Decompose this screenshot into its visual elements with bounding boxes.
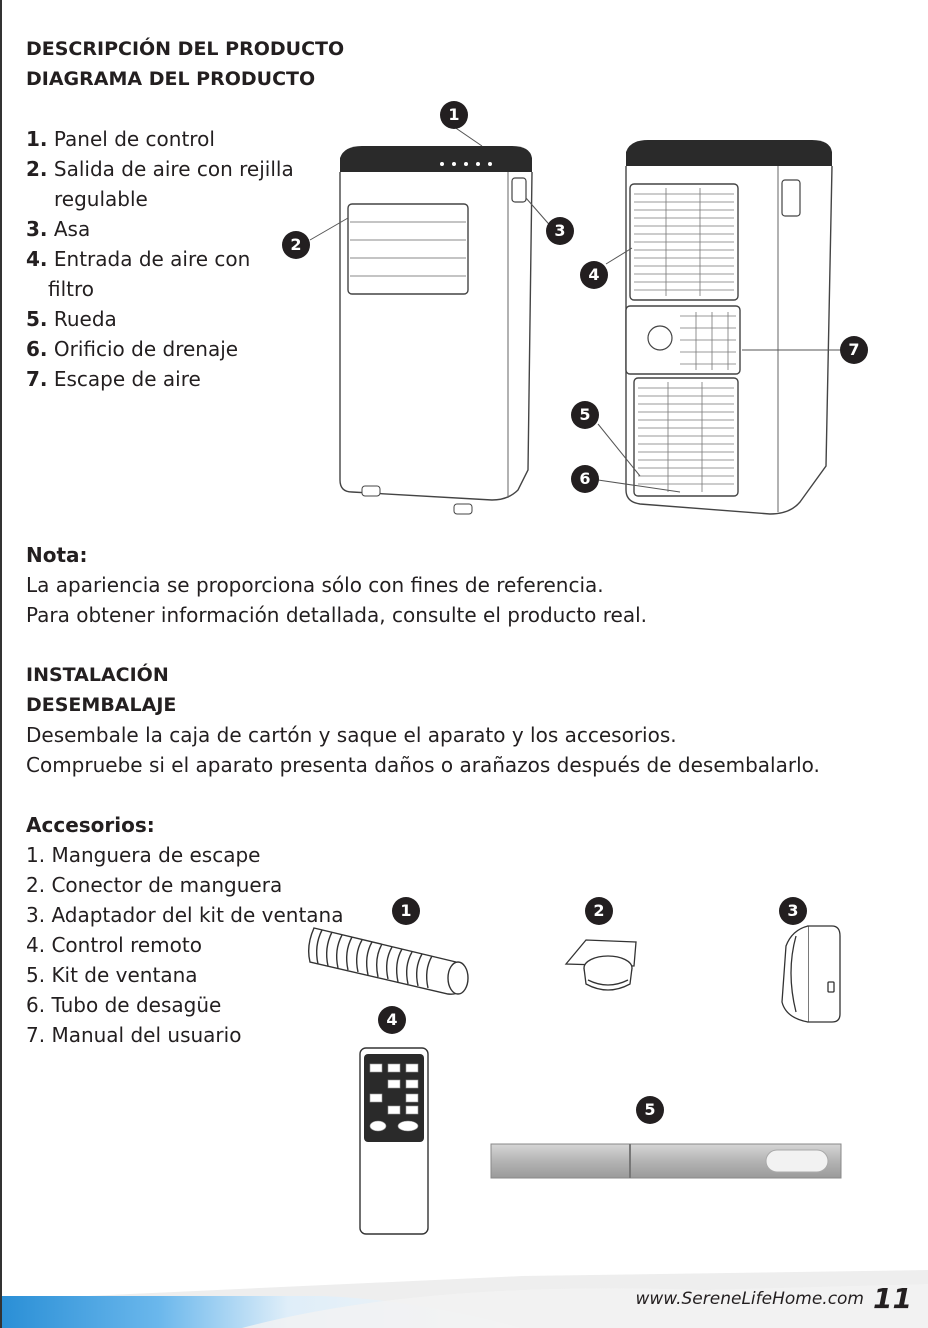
list-item: 6. Tubo de desagüe xyxy=(26,993,222,1017)
air-conditioner-back-illustration xyxy=(597,140,840,515)
diagram-badge-5: 5 xyxy=(571,401,599,429)
section-title-diagram: DIAGRAMA DEL PRODUCTO xyxy=(26,68,316,90)
accessory-badge-1: 1 xyxy=(392,897,420,925)
unpacking-line-1: Desembale la caja de cartón y saque el a… xyxy=(26,723,677,747)
list-item: 2. Salida de aire con rejilla xyxy=(26,157,294,181)
installation-heading: INSTALACIÓN xyxy=(26,664,169,686)
list-item: 4. Entrada de aire con xyxy=(26,247,251,271)
hose-connector-illustration xyxy=(564,939,637,991)
list-item: 5. Kit de ventana xyxy=(26,963,198,987)
diagram-badge-4: 4 xyxy=(580,261,608,289)
diagram-badge-3: 3 xyxy=(546,217,574,245)
exhaust-hose-illustration xyxy=(307,927,469,995)
footer-decoration xyxy=(2,1270,928,1328)
footer-website: www.SereneLifeHome.com xyxy=(635,1289,864,1309)
accessory-badge-3: 3 xyxy=(779,897,807,925)
window-adapter-illustration xyxy=(781,925,841,1023)
unpacking-line-2: Compruebe si el aparato presenta daños o… xyxy=(26,753,820,777)
note-heading: Nota: xyxy=(26,543,88,567)
note-line-2: Para obtener información detallada, cons… xyxy=(26,603,648,627)
accessory-badge-4: 4 xyxy=(378,1006,406,1034)
diagram-badge-1: 1 xyxy=(440,101,468,129)
list-item: 3. Adaptador del kit de ventana xyxy=(26,903,344,927)
list-item: regulable xyxy=(54,187,148,211)
list-item: 7. Escape de aire xyxy=(26,367,201,391)
list-item: 5. Rueda xyxy=(26,307,117,331)
list-item: 7. Manual del usuario xyxy=(26,1023,242,1047)
list-item: 3. Asa xyxy=(26,217,91,241)
list-item: 4. Control remoto xyxy=(26,933,202,957)
list-item: 6. Orificio de drenaje xyxy=(26,337,239,361)
diagram-badge-7: 7 xyxy=(840,336,868,364)
list-item: filtro xyxy=(48,277,95,301)
list-item: 2. Conector de manguera xyxy=(26,873,283,897)
page-number: 11 xyxy=(873,1282,912,1315)
diagram-badge-2: 2 xyxy=(282,231,310,259)
window-kit-illustration xyxy=(490,1143,842,1179)
remote-control-illustration xyxy=(359,1047,429,1235)
note-line-1: La apariencia se proporciona sólo con fi… xyxy=(26,573,604,597)
accessory-badge-5: 5 xyxy=(636,1096,664,1124)
diagram-badge-6: 6 xyxy=(571,465,599,493)
accessory-badge-2: 2 xyxy=(585,897,613,925)
section-title-description: DESCRIPCIÓN DEL PRODUCTO xyxy=(26,38,345,60)
accessories-heading: Accesorios: xyxy=(26,813,155,837)
unpacking-heading: DESEMBALAJE xyxy=(26,694,177,716)
list-item: 1. Panel de control xyxy=(26,127,215,151)
air-conditioner-front-illustration xyxy=(309,119,555,515)
list-item: 1. Manguera de escape xyxy=(26,843,261,867)
